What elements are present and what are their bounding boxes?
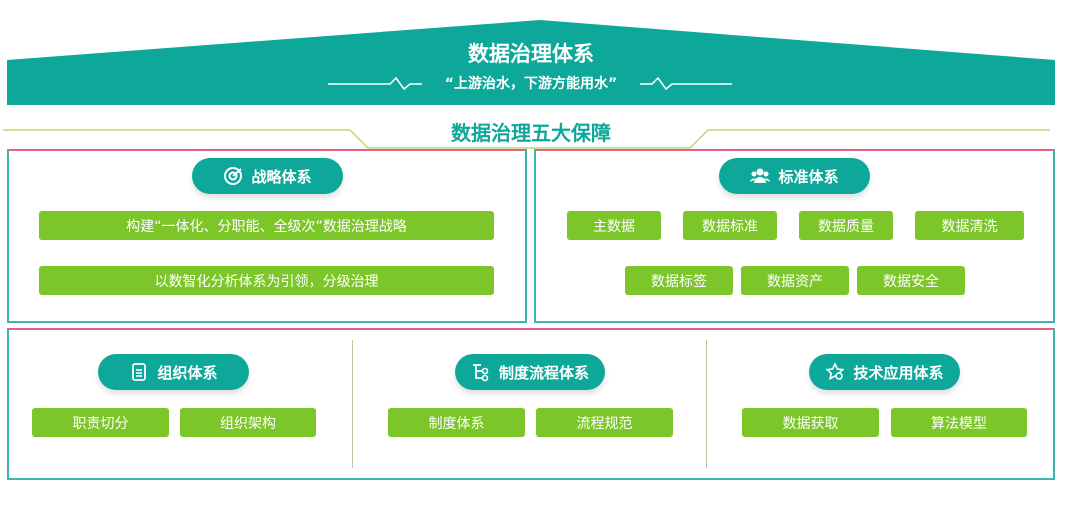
organization-item: 职责切分 [32,408,169,437]
standard-item: 数据质量 [799,211,893,240]
standard-item: 数据清洗 [915,211,1024,240]
strategy-pill: 战略体系 [192,158,343,194]
standard-item: 数据安全 [857,266,965,295]
process-pill: 制度流程体系 [455,354,605,390]
tech-label: 技术应用体系 [853,363,944,382]
divider [706,340,707,468]
tech-item: 数据获取 [742,408,879,437]
strategy-label: 战略体系 [251,167,312,186]
users-icon [750,168,771,183]
standard-item: 数据标准 [683,211,777,240]
target-icon [224,167,243,185]
strategy-item: 以数智化分析体系为引领，分级治理 [39,266,494,295]
standard-item: 数据标签 [625,266,733,295]
document-icon [132,363,147,381]
organization-item: 组织架构 [180,408,316,437]
organization-label: 组织体系 [157,363,218,382]
strategy-panel [7,149,527,323]
bottom-panel [7,328,1055,480]
tech-pill: 技术应用体系 [809,354,960,390]
process-label: 制度流程体系 [498,363,589,382]
standard-item: 主数据 [567,211,661,240]
subtitle: “上游治水，下游方能用水” [444,76,618,92]
standard-label: 标准体系 [778,167,839,186]
process-item: 流程规范 [536,408,673,437]
standard-item: 数据资产 [741,266,849,295]
standard-panel [534,149,1055,323]
divider [352,340,353,468]
process-item: 制度体系 [388,408,525,437]
tech-item: 算法模型 [891,408,1027,437]
star-gear-icon [825,362,846,381]
organization-pill: 组织体系 [98,354,249,390]
flow-icon [472,364,489,382]
roof-banner [3,20,1055,149]
strategy-item: 构建“一体化、分职能、全级次”数据治理战略 [39,211,494,240]
standard-pill: 标准体系 [719,158,870,194]
main-title: 数据治理体系 [468,42,594,66]
section-title: 数据治理五大保障 [451,121,611,145]
